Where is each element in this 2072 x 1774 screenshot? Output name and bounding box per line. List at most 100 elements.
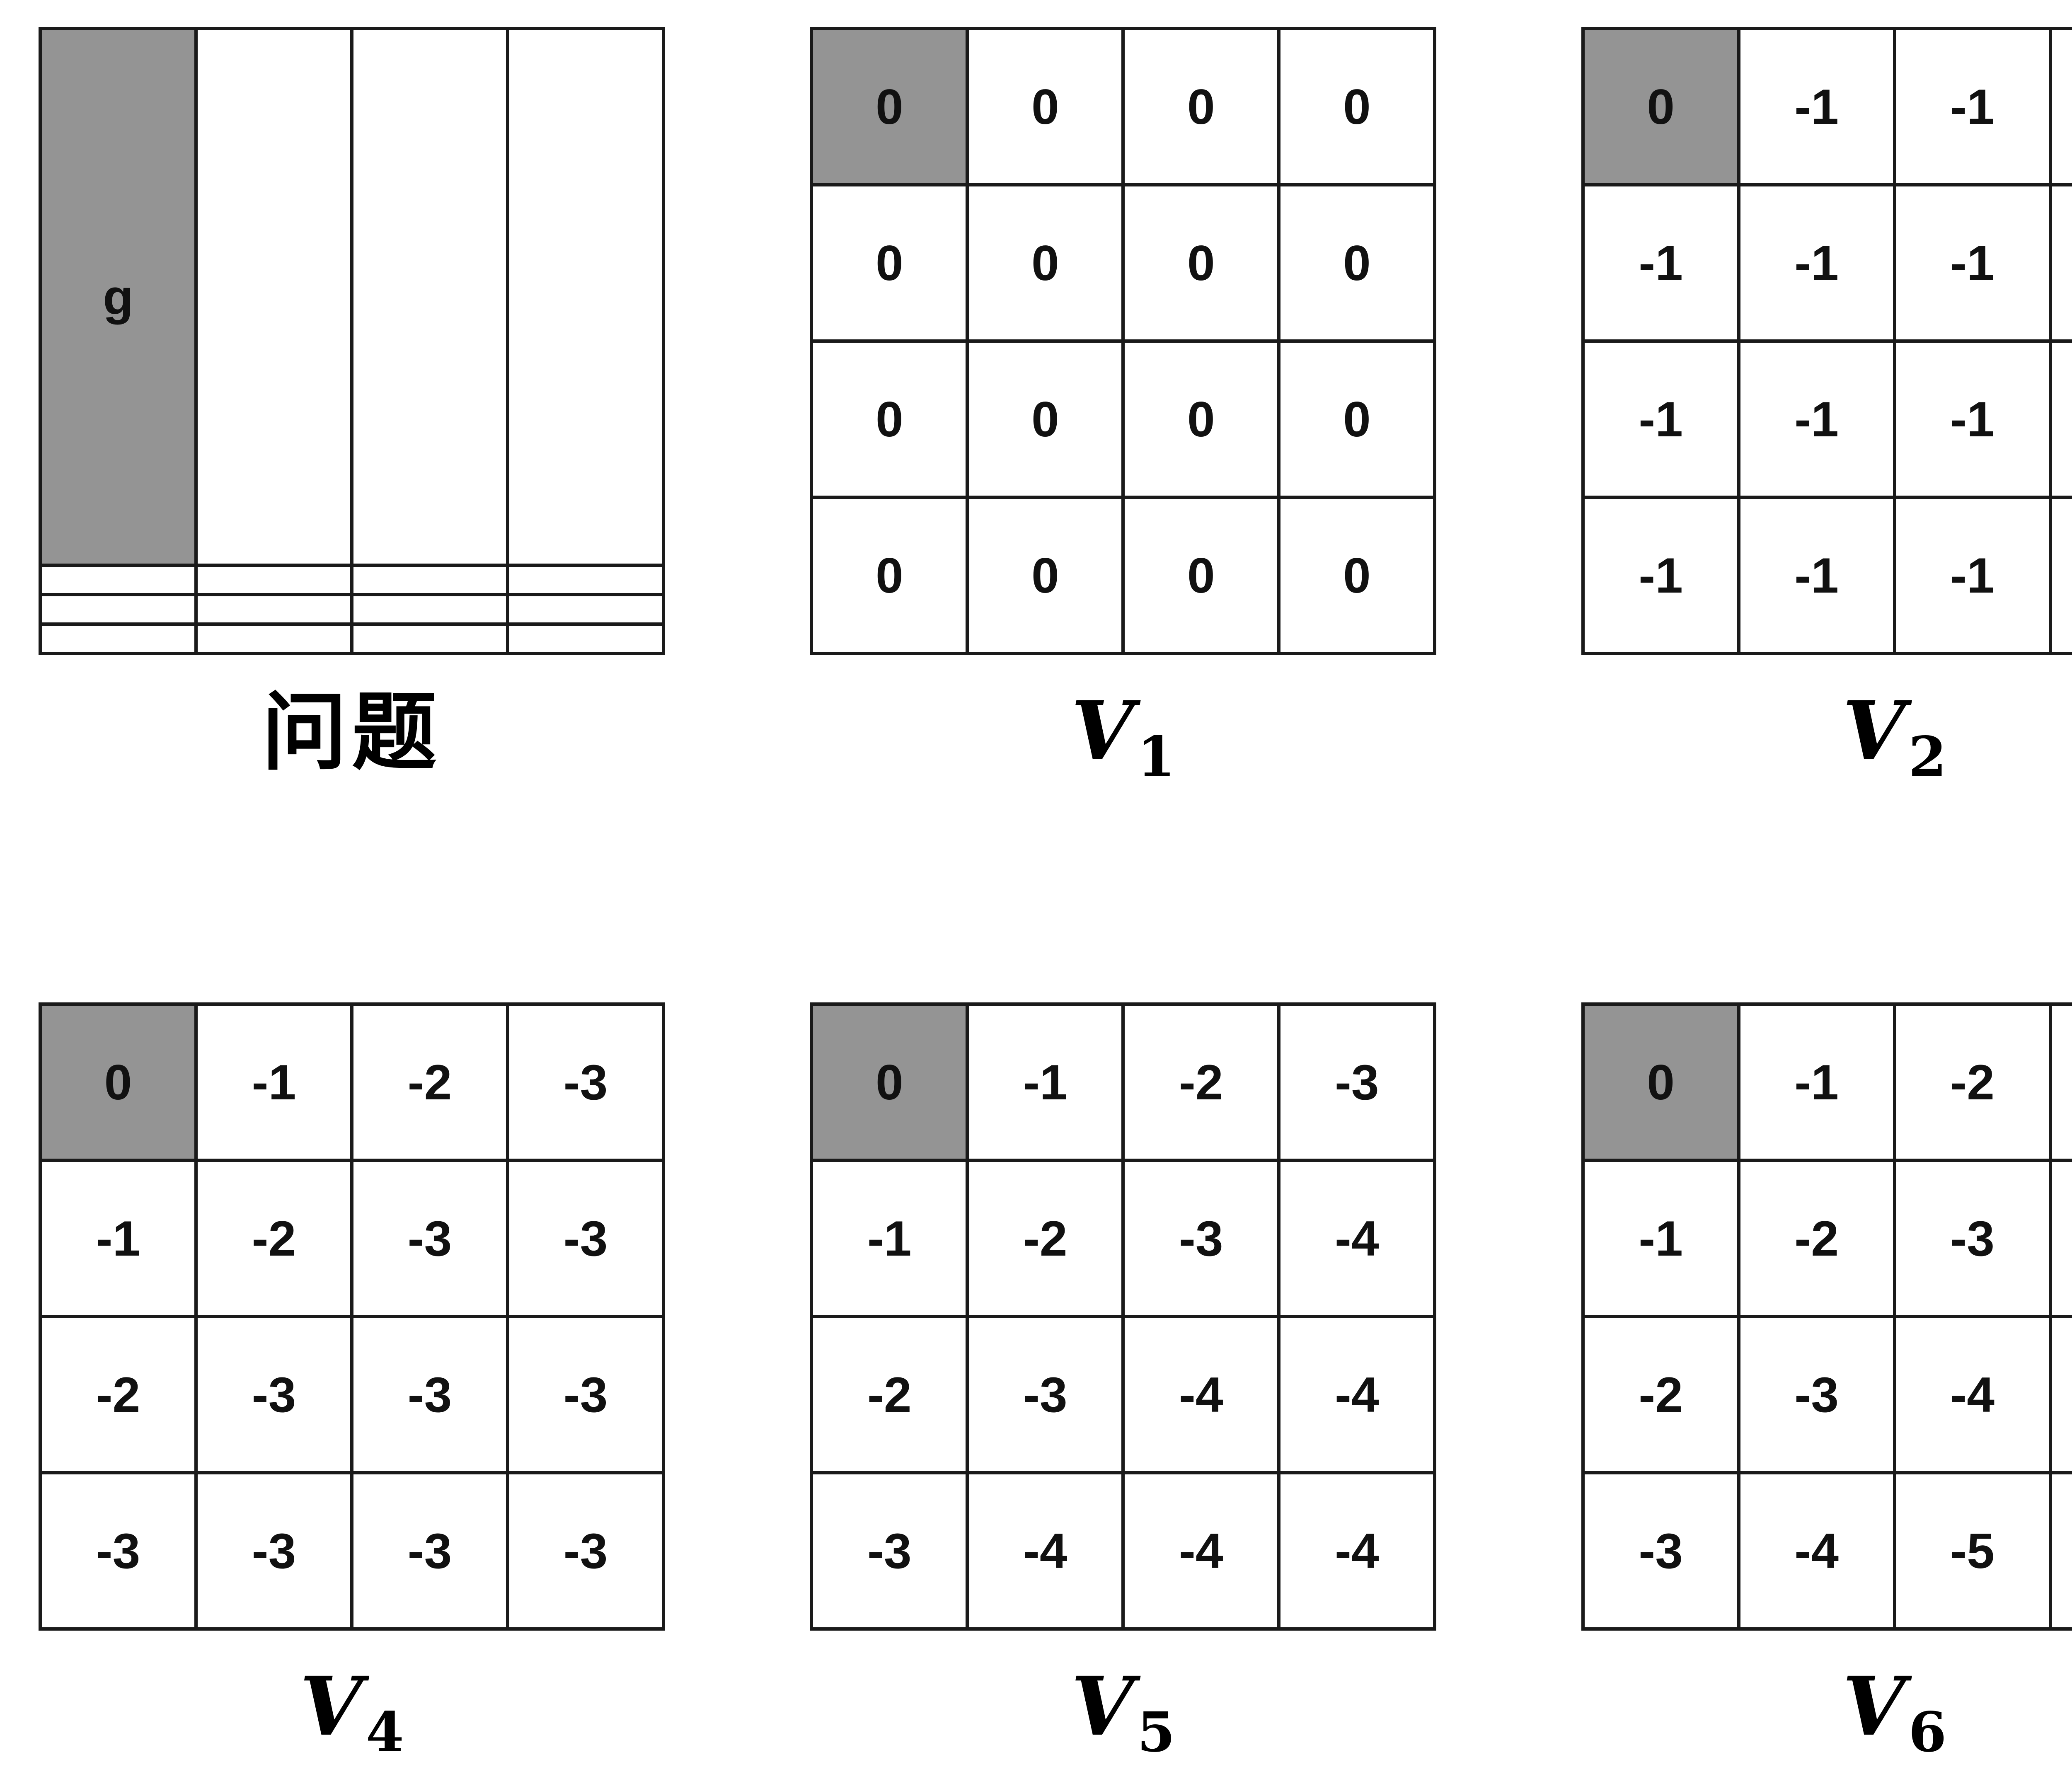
grid-cell: -1	[1893, 339, 2052, 499]
grid-table: 0-1-1-1-1-1-1-1-1-1-1-1-1-1-1-1	[1581, 27, 2072, 655]
grid-cell: -1	[1581, 339, 1740, 499]
grid-cell: -3	[1121, 1159, 1281, 1318]
grid-cell: -4	[1121, 1315, 1281, 1474]
grid-cell: -5	[1893, 1471, 2052, 1631]
grid-label-subscript: 6	[1908, 1700, 1947, 1764]
grid-label-text: V	[1842, 1659, 1905, 1754]
grid-table: 0-1-2-3-1-2-3-3-2-3-3-3-3-3-3-3	[39, 1002, 665, 1631]
goal-cell: 0	[1581, 1002, 1740, 1162]
grid-cell: 0	[966, 27, 1125, 186]
grid-cell: -3	[194, 1315, 353, 1474]
grid-cell: -3	[350, 1471, 509, 1631]
grid-cell	[506, 564, 665, 597]
grid-cell: 0	[810, 496, 969, 655]
grid-label-subscript: 1	[1137, 725, 1175, 789]
grid-cell: -4	[1737, 1471, 1896, 1631]
grid-cell: -2	[1121, 1002, 1281, 1162]
grid-table: g	[39, 27, 665, 655]
grid-cell: 0	[1277, 339, 1437, 499]
grid-cell: -1	[194, 1002, 353, 1162]
grid-cell: 0	[810, 339, 969, 499]
grid-label-text: V	[1071, 683, 1134, 778]
grid-cell: 0	[1121, 339, 1281, 499]
grid-cell: -3	[506, 1159, 665, 1318]
grid-label-text: 问题	[262, 683, 442, 782]
grid-table: 0-1-2-3-1-2-3-4-2-3-4-4-3-4-4-4	[810, 1002, 1437, 1631]
grid-table: 0-1-2-3-1-2-3-4-2-3-4-5-3-4-5-5	[1581, 1002, 2072, 1631]
grid-cell: -4	[1277, 1315, 1437, 1474]
grid-cell: 0	[1277, 27, 1437, 186]
value-grid: 0-1-2-3-1-2-3-3-2-3-3-3-3-3-3-3 V 4	[39, 1002, 665, 1765]
grid-cell: -1	[2048, 496, 2072, 655]
grid-cell	[506, 593, 665, 626]
grid-cell: -3	[1581, 1471, 1740, 1631]
grid-cell: -3	[506, 1315, 665, 1474]
grid-cell: -1	[2048, 27, 2072, 186]
grid-cell: -1	[1581, 1159, 1740, 1318]
grid-cell	[350, 593, 509, 626]
grid-cell: -1	[1737, 496, 1896, 655]
grid-label: V 6	[1581, 1666, 2072, 1765]
grid-label-text: V	[1071, 1659, 1134, 1754]
grid-cell: -4	[2048, 1159, 2072, 1318]
grid-label-subscript: 5	[1137, 1700, 1175, 1764]
grid-cell: -1	[39, 1159, 198, 1318]
grid-cell: -2	[194, 1159, 353, 1318]
grid-cell: -3	[194, 1471, 353, 1631]
grid-cell: -1	[1893, 27, 2052, 186]
grid-cell: -1	[1581, 183, 1740, 343]
grid-label-subscript: 2	[1908, 725, 1947, 789]
grid-cell	[194, 622, 353, 655]
grid-label: 问题	[39, 690, 665, 790]
grid-cell: -1	[1893, 496, 2052, 655]
grid-cell: -1	[1581, 496, 1740, 655]
goal-cell: 0	[1581, 27, 1740, 186]
grid-cell: -3	[506, 1471, 665, 1631]
grid-cell: -1	[2048, 183, 2072, 343]
grid-cell: -1	[966, 1002, 1125, 1162]
grid-cell	[350, 622, 509, 655]
grid-cell: -2	[1581, 1315, 1740, 1474]
grid-cell: -4	[1121, 1471, 1281, 1631]
grid-label: V 4	[39, 1666, 665, 1765]
grid-cell: -4	[1893, 1315, 2052, 1474]
grid-cell	[506, 27, 665, 567]
value-grid: 0-1-2-3-1-2-3-4-2-3-4-5-3-4-5-5 V 6	[1581, 1002, 2072, 1765]
grid-cell: -4	[1277, 1471, 1437, 1631]
goal-cell: 0	[810, 27, 969, 186]
grid-cell: -3	[1893, 1159, 2052, 1318]
grid-cell	[39, 593, 198, 626]
goal-cell: 0	[39, 1002, 198, 1162]
grid-cell: -4	[1277, 1159, 1437, 1318]
grid-cell: 0	[1121, 27, 1281, 186]
grid-cell: -2	[966, 1159, 1125, 1318]
grid-cell: -3	[350, 1315, 509, 1474]
grid-cell: -1	[1737, 339, 1896, 499]
grid-cell: -2	[1893, 1002, 2052, 1162]
grid-cell: -2	[39, 1315, 198, 1474]
grid-cell: -3	[1277, 1002, 1437, 1162]
grid-label: V 1	[810, 690, 1436, 790]
value-grid: g 问题	[39, 27, 665, 790]
grid-cell	[39, 564, 198, 597]
grid-cell: 0	[810, 183, 969, 343]
grid-cell: -2	[350, 1002, 509, 1162]
grid-cell: -1	[2048, 339, 2072, 499]
grid-cell: 0	[966, 496, 1125, 655]
grid-cell: 0	[966, 183, 1125, 343]
grid-cell	[194, 593, 353, 626]
grid-cell: -1	[1737, 27, 1896, 186]
grid-cell: -3	[1737, 1315, 1896, 1474]
value-grid: 0-1-2-3-1-2-3-4-2-3-4-4-3-4-4-4 V 5	[810, 1002, 1437, 1765]
goal-cell: g	[39, 27, 198, 567]
grid-label-text: V	[300, 1659, 363, 1754]
grid-cell: -3	[810, 1471, 969, 1631]
grid-cell: 0	[1277, 183, 1437, 343]
grid-cell: 0	[1121, 496, 1281, 655]
grid-cell: -3	[506, 1002, 665, 1162]
figure-row-bottom: 0-1-2-3-1-2-3-3-2-3-3-3-3-3-3-3 V 4 0-1-…	[0, 790, 2072, 1765]
